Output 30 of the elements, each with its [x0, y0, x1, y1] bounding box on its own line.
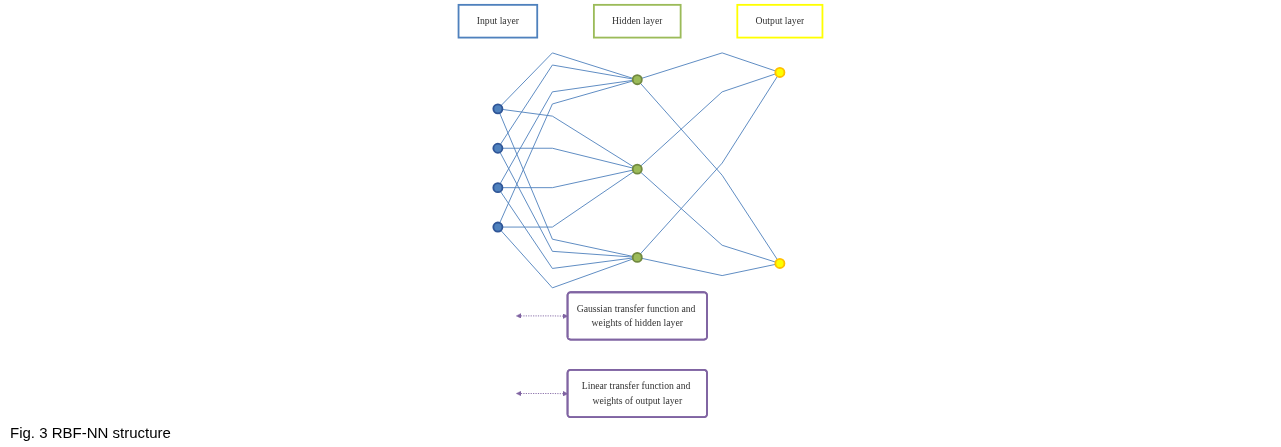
connector	[499, 79, 634, 185]
node-circle	[774, 258, 786, 269]
figure-caption: Fig. 3 RBF-NN structure	[9, 423, 172, 443]
diagram: Input layer Hidden layer Output layer Gaussian transfer function and weights of hidden layer Linear transfer function and weights of output layer	[0, 0, 1281, 422]
node-box	[593, 3, 682, 39]
connector	[499, 112, 634, 257]
connector	[500, 52, 634, 107]
node-circle	[631, 74, 643, 86]
node-box	[457, 3, 539, 39]
connector	[499, 190, 634, 269]
node-box	[736, 3, 824, 39]
node-circle	[631, 163, 643, 175]
connector	[641, 257, 776, 277]
connector	[499, 80, 634, 224]
node-circle	[492, 142, 504, 154]
connector	[499, 64, 634, 145]
connector	[501, 147, 634, 169]
connector	[501, 171, 634, 228]
connector	[640, 171, 776, 263]
connector	[501, 109, 634, 168]
node-circle	[774, 67, 786, 78]
node-circle	[631, 251, 643, 263]
node-circle	[492, 103, 504, 115]
node-circle	[492, 182, 504, 194]
connector	[499, 151, 634, 258]
connector	[500, 230, 634, 289]
connector	[641, 52, 777, 79]
connector	[640, 73, 777, 167]
connector	[501, 169, 634, 189]
node-circle	[492, 221, 504, 233]
